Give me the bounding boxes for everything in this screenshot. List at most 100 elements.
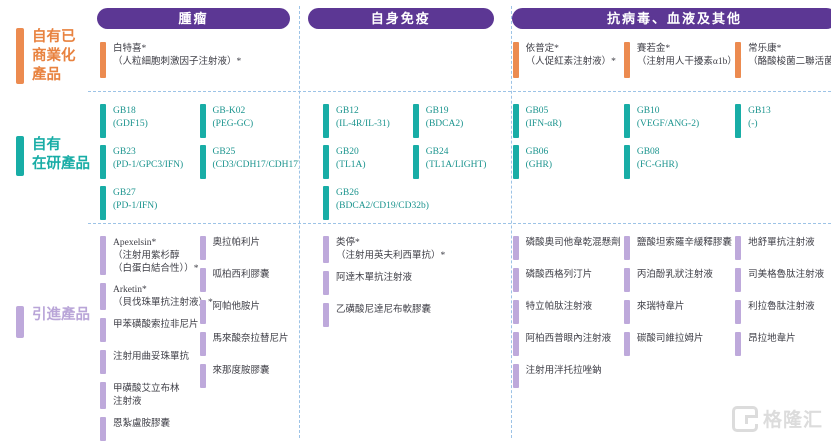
licensed-bar-icon (512, 236, 519, 260)
product-text: 司美格魯肽注射液 (748, 268, 824, 292)
product-item: 常乐康*（酪酸梭菌二聯活菌）* (735, 42, 831, 78)
product-line: (GDF15) (113, 118, 148, 129)
product-line: Arketin* (113, 285, 147, 296)
product-item: 阿柏西普眼內注射液 (512, 332, 624, 356)
product-text: GB13(-) (748, 104, 771, 138)
pipeline-bar-icon (323, 186, 329, 220)
row-label-text: 自有已 商業化 產品 (32, 29, 76, 83)
section-commercialized: 白特喜* （人粒細胞刺激因子注射液）* (88, 29, 299, 92)
product-line: (TL1A) (336, 159, 366, 170)
product-text: 依普定*（人促紅素注射液）* (526, 42, 616, 78)
product-line: 注射用曲妥珠單抗 (113, 352, 190, 363)
licensed-bar-icon (199, 236, 206, 260)
product-item: 甲苯磺酸索拉非尼片 (100, 318, 200, 343)
product-line: 类停* (336, 238, 360, 248)
product-stack: GB12(IL-4R/IL-31)GB20(TL1A)GB26(BDCA2/CD… (323, 104, 429, 224)
section-licensed: 类停*（注射用英夫利西單抗）*阿達木單抗注射液乙磺酸尼達尼布軟膠囊 (299, 224, 503, 442)
product-line: GB08 (636, 147, 660, 157)
product-stack: GB13(-) (735, 104, 831, 145)
pipeline-bar-icon (199, 104, 206, 138)
product-line: GB10 (636, 106, 660, 116)
product-item: Apexelsin*（注射用紫杉醇（白蛋白結合性））* (100, 236, 200, 276)
product-line: （注射用英夫利西單抗）* (336, 250, 446, 261)
product-item: GB06(GHR) (512, 145, 624, 179)
product-item: GB23(PD-1/GPC3/IFN) (100, 145, 200, 179)
licensed-bar-icon (623, 300, 630, 324)
product-item: GB24(TL1A/LIGHT) (412, 145, 503, 179)
licensed-bar-icon (100, 283, 106, 311)
column-oncology: 腫瘤 白特喜*（人粒細胞刺激因子注射液）* GB18(GDF15)GB23(PD… (88, 0, 299, 442)
section-pipeline: GB18(GDF15)GB23(PD-1/GPC3/IFN)GB27(PD-1/… (88, 92, 299, 224)
licensed-bar-icon (323, 270, 329, 295)
product-text: 注射用曲妥珠單抗 (113, 350, 189, 374)
product-line: GB12 (336, 106, 359, 116)
section-commercialized (299, 29, 503, 92)
product-line: 阿柏西普眼內注射液 (525, 334, 612, 344)
row-divider (88, 223, 831, 224)
product-text: 常乐康*（酪酸梭菌二聯活菌）* (748, 42, 831, 78)
product-text: GB23(PD-1/GPC3/IFN) (113, 145, 183, 179)
product-stack: Apexelsin*（注射用紫杉醇（白蛋白結合性））*Arketin*（貝伐珠單… (100, 236, 213, 442)
product-text: GB06(GHR) (526, 145, 552, 179)
product-item: 甲磺酸艾立布林注射液 (100, 382, 200, 409)
product-line: （酪酸梭菌二聯活菌）* (748, 56, 831, 67)
product-item: 碳酸司維拉姆片 (623, 332, 735, 356)
column-antiviral-blood-others: 抗病毒、血液及其他 依普定*（人促紅素注射液）*賽若金*（注射用人干擾素α1b）… (503, 0, 831, 442)
pipeline-bar-icon (623, 145, 630, 179)
licensed-bar-icon (100, 350, 106, 375)
row-label-text: 引進產品 (32, 307, 90, 323)
product-text: 鹽酸坦索羅辛緩釋膠囊 (637, 236, 732, 260)
product-stack: 磷酸奧司他韋乾混懸劑磷酸西格列汀片特立帕肽注射液阿柏西普眼內注射液注射用泮托拉唑… (512, 236, 624, 396)
product-line: GB20 (336, 147, 359, 157)
product-line: 注射液 (113, 396, 142, 407)
product-line: 甲苯磺酸索拉非尼片 (113, 320, 199, 331)
licensed-bar-icon (735, 300, 742, 324)
product-text: 类停* （注射用英夫利西單抗）* (336, 236, 445, 263)
section-commercialized: 依普定*（人促紅素注射液）*賽若金*（注射用人干擾素α1b）*常乐康*（酪酸梭菌… (503, 29, 831, 92)
commercialized-bar-icon (512, 42, 519, 78)
product-item: 阿帕他胺片 (199, 300, 300, 324)
product-text: 馬來酸奈拉替尼片 (213, 332, 289, 356)
product-item: GB12(IL-4R/IL-31) (323, 104, 413, 138)
product-line: （人粒細胞刺激因子注射液）* (113, 56, 242, 67)
product-line: 特立帕肽注射液 (525, 302, 593, 312)
product-line: GB18 (113, 106, 136, 116)
product-text: Apexelsin*（注射用紫杉醇（白蛋白結合性））* (113, 236, 199, 275)
product-item: GB13(-) (735, 104, 831, 138)
product-item: 利拉魯肽注射液 (735, 300, 831, 324)
product-text: 磷酸西格列汀片 (526, 268, 593, 292)
product-line: （貝伐珠單抗注射液）* (113, 298, 213, 309)
licensed-bar-icon (100, 236, 106, 276)
pipeline-bar-icon (323, 104, 329, 138)
product-stack: 鹽酸坦索羅辛緩釋膠囊丙泊酚乳狀注射液來瑞特韋片碳酸司維拉姆片 (623, 236, 735, 364)
product-text: 奧拉帕利片 (213, 236, 261, 260)
product-item: 來瑞特韋片 (623, 300, 735, 324)
product-stack: GB10(VEGF/ANG-2)GB08(FC-GHR) (623, 104, 735, 186)
product-line: GB19 (425, 106, 449, 116)
row-label-bar-icon (16, 136, 24, 176)
product-line: (PD-1/IFN) (113, 200, 158, 211)
product-line: （白蛋白結合性））* (113, 263, 199, 274)
product-line: GB25 (212, 147, 236, 157)
licensed-bar-icon (323, 236, 329, 263)
product-item: 类停* （注射用英夫利西單抗）* (323, 236, 503, 263)
licensed-bar-icon (199, 300, 206, 324)
product-line: （注射用紫杉醇 (113, 250, 180, 261)
product-item: GB25(CD3/CDH17/CDH17) (199, 145, 299, 179)
licensed-bar-icon (100, 416, 106, 441)
product-line: 碳酸司維拉姆片 (636, 334, 704, 344)
product-item: 司美格魯肽注射液 (735, 268, 831, 292)
row-label-commercialized: 自有已 商業化 產品 (16, 28, 76, 85)
product-stack: GB19(BDCA2)GB24(TL1A/LIGHT) (412, 104, 503, 186)
licensed-bar-icon (199, 332, 206, 356)
product-line: GB05 (525, 106, 549, 116)
product-item: 注射用泮托拉唑鈉 (512, 364, 624, 388)
row-divider (88, 91, 831, 92)
product-line: (BDCA2/CD19/CD32b) (336, 200, 429, 211)
commercialized-bar-icon (623, 42, 630, 78)
product-text: 昂拉地韋片 (748, 332, 796, 356)
product-text: 利拉魯肽注射液 (748, 300, 815, 324)
product-line: 白特喜* (113, 44, 147, 54)
product-line: GB23 (113, 147, 136, 157)
product-text: 來那度胺膠囊 (213, 364, 270, 388)
